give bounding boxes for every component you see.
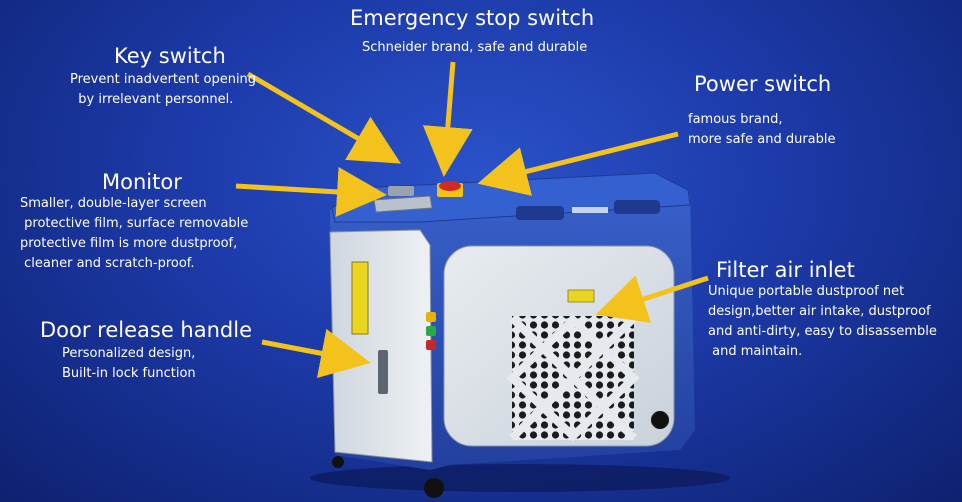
wheel-front-left	[424, 478, 444, 498]
callout-filter-air-inlet: Filter air inlet Unique portable dustpro…	[708, 258, 937, 362]
filter-diamond-pattern	[506, 314, 640, 442]
callout-door-release-handle: Door release handle Personalized design,…	[40, 318, 252, 384]
door-release-desc: Personalized design, Built-in lock funct…	[62, 346, 196, 381]
key-switch-title: Key switch	[114, 44, 226, 68]
front-label	[567, 289, 595, 303]
emergency-stop-button	[439, 181, 461, 191]
callout-emergency-stop: Emergency stop switch Schneider brand, s…	[350, 6, 594, 58]
floor-shadow	[310, 464, 730, 492]
filter-air-inlet-title: Filter air inlet	[716, 258, 855, 282]
warning-label	[351, 261, 369, 335]
power-switch-desc: famous brand, more safe and durable	[688, 112, 836, 147]
top-label-strip	[572, 207, 608, 213]
top-vent-right	[614, 200, 660, 214]
connector-yellow	[426, 312, 436, 322]
monitor-title: Monitor	[102, 170, 182, 194]
wheel-front-right	[651, 411, 669, 429]
key-switch-desc: Prevent inadvertent opening by irrelevan…	[70, 72, 257, 107]
key-switch-block	[388, 186, 414, 196]
power-switch-title: Power switch	[694, 72, 832, 96]
wheel-back-left	[332, 456, 344, 468]
connector-green	[426, 326, 436, 336]
door-handle	[378, 350, 388, 394]
filter-air-inlet-desc: Unique portable dustproof net design,bet…	[708, 284, 937, 359]
callout-monitor: Monitor Smaller, double-layer screen pro…	[20, 170, 248, 274]
callout-power-switch: Power switch famous brand, more safe and…	[688, 72, 836, 150]
connector-red	[426, 340, 436, 350]
door-release-title: Door release handle	[40, 318, 252, 342]
emergency-stop-desc: Schneider brand, safe and durable	[362, 40, 588, 55]
emergency-stop-title: Emergency stop switch	[350, 6, 595, 30]
left-side-panel	[329, 229, 433, 463]
callout-key-switch: Key switch Prevent inadvertent opening b…	[70, 44, 256, 110]
top-vent-left	[516, 206, 564, 220]
monitor-desc: Smaller, double-layer screen protective …	[20, 196, 249, 271]
